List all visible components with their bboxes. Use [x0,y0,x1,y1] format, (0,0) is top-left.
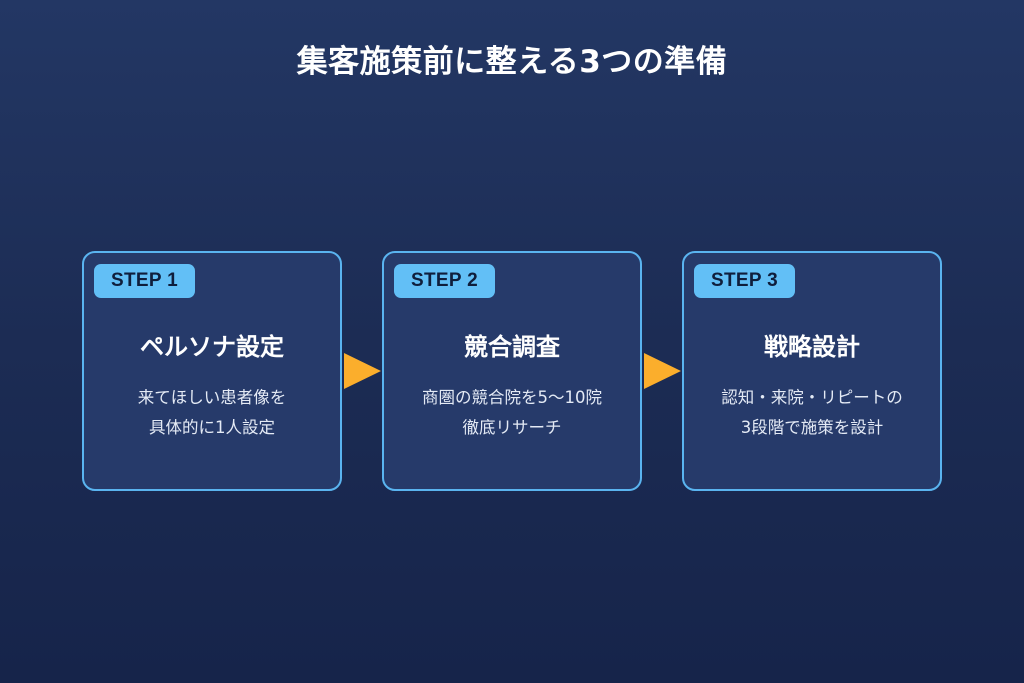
step-badge: STEP 3 [694,264,795,298]
step-card-1: STEP 1 ペルソナ設定 来てほしい患者像を 具体的に1人設定 [82,251,342,491]
step-badge: STEP 1 [94,264,195,298]
arrow-right-icon [344,353,381,389]
step-description-line: 具体的に1人設定 [149,418,275,437]
step-description: 来てほしい患者像を 具体的に1人設定 [84,383,340,443]
arrow-right-icon [644,353,681,389]
step-title: 戦略設計 [764,333,860,361]
step-description: 認知・来院・リピートの 3段階で施策を設計 [684,383,940,443]
step-card-3: STEP 3 戦略設計 認知・来院・リピートの 3段階で施策を設計 [682,251,942,491]
step-card-2: STEP 2 競合調査 商圏の競合院を5〜10院 徹底リサーチ [382,251,642,491]
step-description-line: 商圏の競合院を5〜10院 [422,388,602,407]
step-badge: STEP 2 [394,264,495,298]
step-title: 競合調査 [464,333,560,361]
step-description: 商圏の競合院を5〜10院 徹底リサーチ [384,383,640,443]
step-description-line: 3段階で施策を設計 [740,418,884,437]
step-description-line: 来てほしい患者像を [137,388,287,407]
step-description-line: 認知・来院・リピートの [721,388,903,407]
step-description-line: 徹底リサーチ [462,418,562,437]
page-title: 集客施策前に整える3つの準備 [296,44,728,80]
step-title: ペルソナ設定 [140,333,284,361]
